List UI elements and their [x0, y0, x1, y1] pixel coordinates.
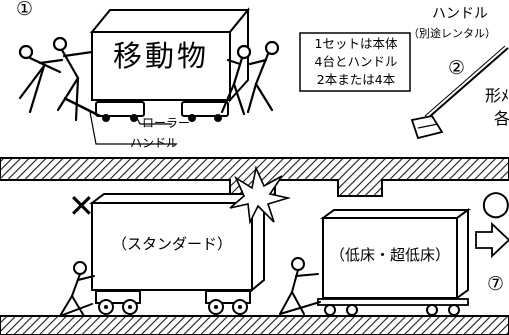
workers-right — [220, 40, 280, 116]
roller-dolly — [95, 101, 229, 122]
lowfloor-box — [319, 208, 472, 300]
step-7-number: ⑦ — [487, 273, 505, 295]
set-note-box — [299, 32, 411, 92]
collision-burst-icon — [229, 165, 292, 225]
handle-bar — [63, 96, 101, 118]
set-note-text: 1セットは本体 4台とハンドル 2本または4本 — [303, 35, 409, 89]
handle-rental-note: （別途レンタル） — [408, 27, 496, 40]
pusher-right — [279, 257, 321, 315]
ng-mark: ✕ — [68, 187, 95, 225]
set-note-line-1: 1セットは本体 — [314, 36, 398, 51]
set-note-line-2: 4台とハンドル — [314, 54, 398, 69]
handle-tool-illustration — [410, 45, 509, 140]
standard-label: （スタンダード） — [112, 235, 233, 253]
arrow-right-icon — [475, 221, 509, 259]
floor — [0, 315, 509, 335]
each-text-partial: 各 — [494, 109, 509, 128]
moving-object-box — [89, 7, 251, 103]
handle-label-lower: ハンドル — [130, 136, 179, 150]
pusher-left — [59, 261, 95, 317]
roller-label: ローラー — [142, 116, 191, 130]
workers-left — [18, 36, 94, 122]
shape-text-partial: 形ﾒ — [485, 86, 509, 105]
standard-dolly — [95, 290, 251, 315]
lowfloor-label: （低床・超低床） — [330, 246, 451, 264]
step-2-number: ② — [448, 57, 466, 79]
set-note-line-3: 2本または4本 — [316, 72, 396, 87]
handle-title: ハンドル — [432, 6, 488, 22]
moving-object-label: 移動物 — [113, 39, 210, 73]
ok-mark: ○ — [481, 183, 509, 223]
step-1-number: ① — [16, 0, 34, 20]
standard-box — [89, 192, 267, 293]
lowfloor-dolly — [317, 298, 469, 316]
